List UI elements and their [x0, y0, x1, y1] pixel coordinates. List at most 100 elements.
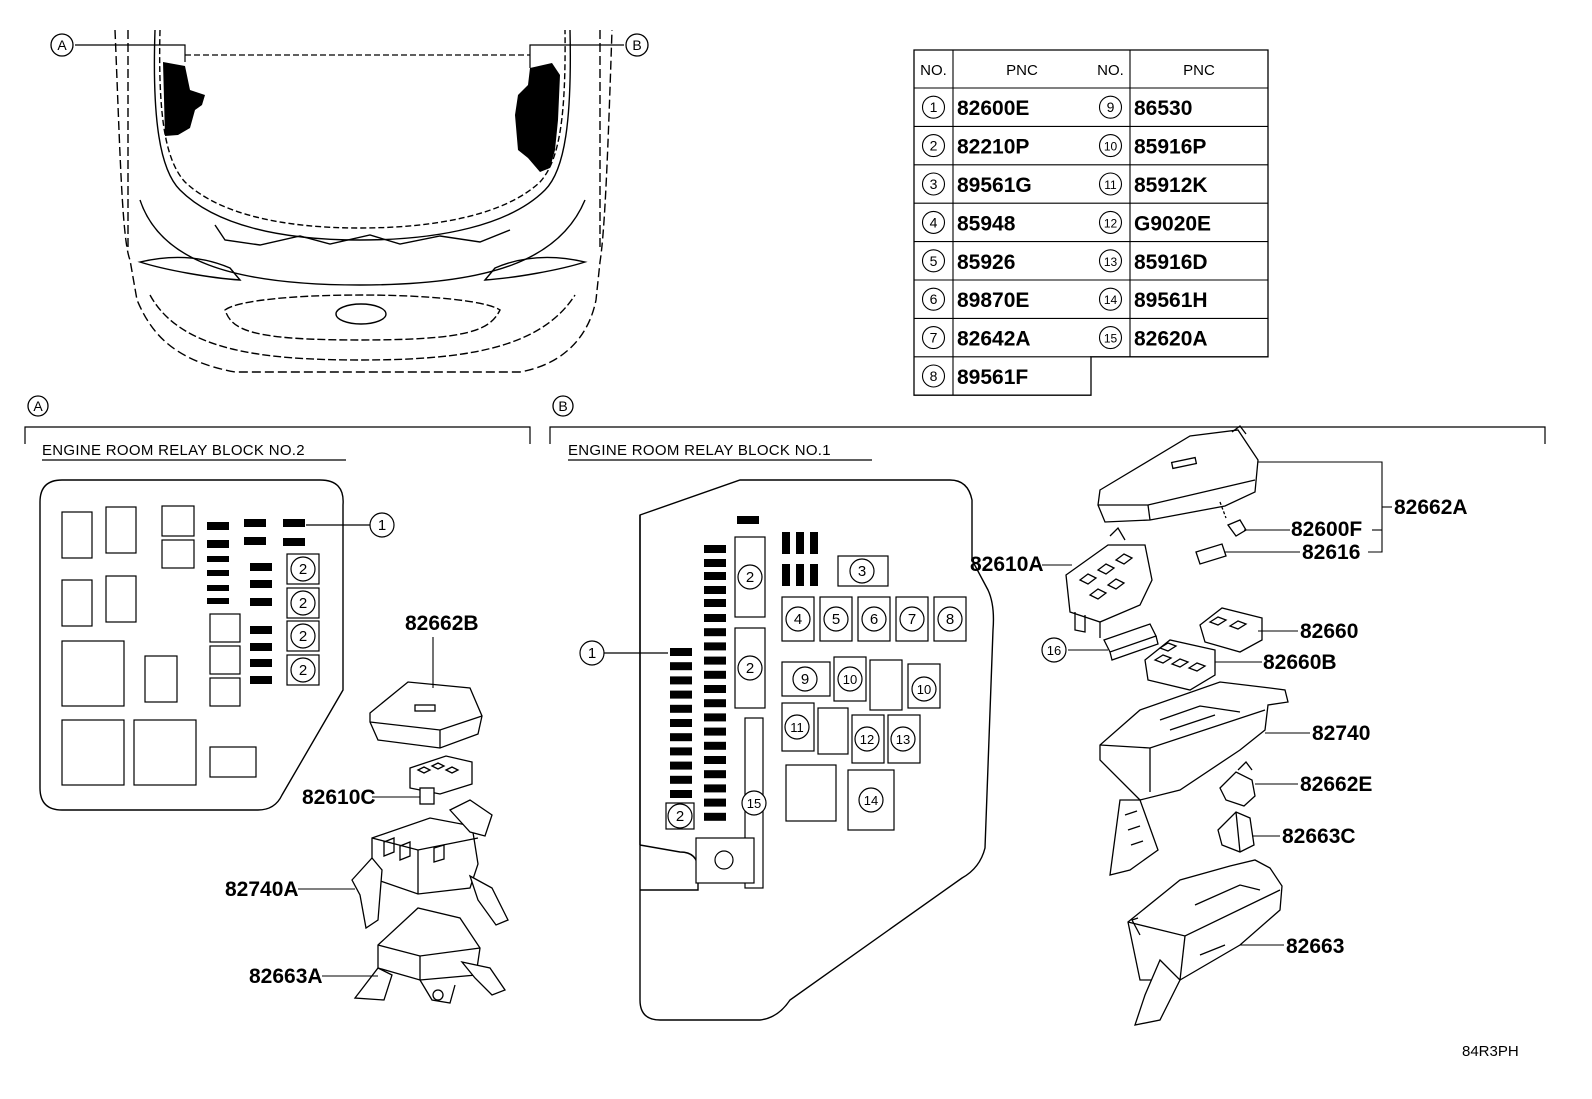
callout-5: 5 — [823, 606, 849, 632]
bracket-82663c — [1217, 811, 1255, 853]
pnc-row-number: 13 — [1104, 255, 1118, 269]
callout-number: 2 — [299, 628, 307, 645]
pnc-row-code: 82620A — [1134, 328, 1208, 351]
pnc-row-number: 10 — [1104, 140, 1118, 154]
relay-block-no2-layout — [39, 479, 370, 811]
pnc-header-no-right: NO. — [1097, 62, 1124, 79]
pnc-table-row: 10 85916P — [1098, 134, 1206, 159]
callout-2-block-b-1: 2 — [737, 564, 763, 590]
callout-number: 3 — [858, 563, 866, 580]
pnc-row-code: 89561F — [957, 366, 1028, 389]
part-label-82610a: 82610A — [970, 553, 1044, 576]
vehicle-front-view — [114, 29, 613, 373]
reference-b-marker: B — [625, 33, 649, 57]
callout-2-block-b-3: 2 — [667, 803, 693, 829]
part-label-82616: 82616 — [1302, 541, 1360, 564]
relay-82660b — [1144, 639, 1216, 691]
relay-block-82610a — [1065, 526, 1153, 638]
bracket-82663a — [353, 907, 506, 1004]
part-label-82740a: 82740A — [225, 878, 299, 901]
callout-2-block-a-3: 2 — [290, 623, 316, 649]
reference-a-marker: A — [50, 33, 74, 57]
housing-82740a — [351, 799, 509, 930]
relay-block-no2-exploded — [351, 681, 509, 1004]
leaders-b — [1042, 461, 1392, 946]
figure-code: 84R3PH — [1462, 1043, 1519, 1060]
cover-82662a — [1097, 425, 1259, 523]
pnc-row-number: 11 — [1104, 178, 1117, 192]
section-b-title: ENGINE ROOM RELAY BLOCK NO.1 — [568, 442, 831, 459]
callout-number: 2 — [299, 561, 307, 578]
relay-block-no1-location — [515, 63, 560, 172]
pnc-row-number: 8 — [930, 368, 938, 384]
callout-12: 12 — [854, 726, 880, 752]
callout-7: 7 — [899, 606, 925, 632]
pnc-row-code: 86530 — [1134, 97, 1192, 120]
callout-number: 13 — [896, 732, 910, 747]
pnc-row-number: 3 — [930, 176, 938, 192]
part-label-82660b: 82660B — [1263, 651, 1337, 674]
callout-2-block-a-4: 2 — [290, 657, 316, 683]
pnc-row-code: 82642A — [957, 328, 1031, 351]
fuse-82600f — [1219, 501, 1247, 537]
relay-block-no1-exploded — [1065, 425, 1289, 1026]
part-label-82600f: 82600F — [1291, 518, 1362, 541]
pnc-row-code: 85926 — [957, 251, 1015, 274]
part-label-82662e: 82662E — [1300, 773, 1372, 796]
clip-82662e — [1219, 761, 1256, 807]
cover-82662b — [369, 681, 483, 749]
callout-number: 6 — [870, 611, 878, 628]
pnc-row-number: 12 — [1104, 216, 1118, 230]
pnc-row-number: 2 — [930, 138, 938, 154]
pnc-header-pnc-left: PNC — [1006, 62, 1038, 79]
part-label-82660: 82660 — [1300, 620, 1358, 643]
pnc-row-code: 89561H — [1134, 289, 1208, 312]
pnc-header-no-left: NO. — [920, 62, 947, 79]
callout-16: 16 — [1041, 637, 1067, 663]
callout-number: 2 — [299, 662, 307, 679]
callout-number: 11 — [790, 720, 804, 735]
callout-1-block-a: 1 — [369, 512, 395, 538]
callout-number: 10 — [917, 682, 931, 697]
pnc-row-number: 15 — [1104, 332, 1118, 346]
callout-number: 8 — [946, 611, 954, 628]
callout-number: 2 — [299, 595, 307, 612]
part-label-82663c: 82663C — [1282, 825, 1356, 848]
callout-6: 6 — [861, 606, 887, 632]
pnc-row-code: 85916P — [1134, 136, 1206, 159]
part-label-82663: 82663 — [1286, 935, 1344, 958]
callout-2-block-b-2: 2 — [737, 655, 763, 681]
pnc-table-row: 13 85916D — [1098, 249, 1208, 274]
callout-number: 10 — [843, 672, 857, 687]
pnc-table-row: 14 89561H — [1098, 287, 1208, 312]
part-label-82610c: 82610C — [302, 786, 376, 809]
reference-b-label: B — [632, 37, 641, 53]
callout-number: 14 — [864, 793, 878, 808]
section-a-header: A ENGINE ROOM RELAY BLOCK NO.2 — [24, 395, 531, 461]
callout-15: 15 — [741, 790, 767, 816]
callout-10-b: 10 — [911, 676, 937, 702]
section-a-title: ENGINE ROOM RELAY BLOCK NO.2 — [42, 442, 305, 459]
pnc-row-number: 14 — [1104, 293, 1118, 307]
callout-number: 1 — [378, 517, 386, 534]
callout-number: 12 — [860, 732, 874, 747]
housing-82740 — [1099, 681, 1289, 876]
section-a-letter: A — [33, 398, 43, 414]
reference-a-label: A — [57, 37, 67, 53]
relay-block-no1-layout — [604, 479, 995, 1021]
callout-2-block-a-1: 2 — [290, 556, 316, 582]
callout-10-a: 10 — [837, 666, 863, 692]
callout-13: 13 — [890, 726, 916, 752]
pnc-row-code: 85916D — [1134, 251, 1208, 274]
callout-number: 7 — [908, 611, 916, 628]
part-labels: 82662B 82610C 82740A 82663A 82662A 82600… — [225, 496, 1468, 988]
callout-number: 16 — [1047, 643, 1061, 658]
callout-number: 2 — [746, 569, 754, 586]
